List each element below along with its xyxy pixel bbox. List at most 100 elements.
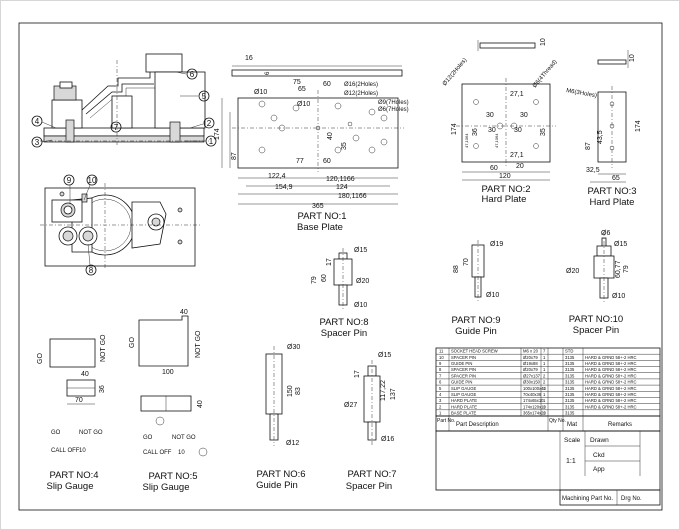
svg-text:Ø15: Ø15: [614, 241, 627, 248]
svg-text:Ø12: Ø12: [286, 440, 299, 447]
base-plate-side-view: 16 6: [231, 55, 403, 77]
bom-cell-no: 2: [439, 404, 442, 409]
bom-cell-qty: 1: [543, 367, 546, 372]
svg-text:5: 5: [202, 92, 207, 101]
part-6-name: Guide Pin: [256, 480, 298, 491]
bom-cell-desc: SPACER PIN: [451, 367, 476, 372]
svg-text:35: 35: [540, 128, 547, 136]
bom-cell-rem: HARD & GRND 58+-2 HRC: [585, 404, 637, 409]
svg-text:30: 30: [520, 112, 528, 119]
svg-text:9: 9: [67, 176, 72, 185]
balloon-4: 4: [31, 115, 57, 129]
bom-cell-desc: GUIDE PIN: [451, 361, 472, 366]
balloon-7: 7: [110, 121, 122, 133]
svg-text:79: 79: [623, 265, 630, 273]
title-machining-label: Machining Part No.: [562, 496, 613, 502]
svg-text:20: 20: [516, 163, 524, 170]
svg-text:1: 1: [209, 137, 214, 146]
bom-cell-mat: 3135: [565, 411, 575, 416]
part-8-name: Spacer Pin: [321, 328, 367, 339]
title-scale-value: 1:1: [566, 458, 576, 465]
bom-cell-mat: 3135: [565, 392, 575, 397]
svg-text:150: 150: [287, 385, 294, 397]
svg-text:87: 87: [585, 142, 592, 150]
svg-text:79: 79: [311, 276, 318, 284]
svg-text:10: 10: [88, 176, 97, 185]
part-3-name: Hard Plate: [590, 197, 635, 208]
bom-cell-no: 1: [439, 411, 442, 416]
bom-cell-qty: 1: [543, 386, 546, 391]
svg-text:40: 40: [180, 309, 188, 316]
part-4-name: Slip Gauge: [46, 481, 93, 492]
hard-plate-2-side-view: [477, 40, 536, 51]
svg-text:Ø15: Ø15: [354, 247, 367, 254]
svg-text:Ø20: Ø20: [356, 278, 369, 285]
bom-cell-size: 100x100x40: [523, 386, 546, 391]
bom-cell-size: Ø20x79: [523, 355, 538, 360]
bom-cell-no: 4: [439, 392, 442, 397]
svg-text:16: 16: [245, 55, 253, 62]
svg-text:174: 174: [214, 128, 221, 140]
svg-text:17: 17: [354, 370, 361, 378]
bom-cell-no: 5: [439, 386, 442, 391]
hard-plate-2-top-view: [456, 78, 556, 181]
bom-cell-mat: 3135: [565, 367, 575, 372]
bom-cell-qty: 1: [543, 411, 546, 416]
slip-gauge-4-dimensions: GO NOT GO 40 36 70 GO NOT GO CALL OFF 10: [37, 334, 107, 454]
bom-cell-qty: 1: [543, 355, 546, 360]
slip-gauge-5-drawing: [138, 315, 192, 412]
hard-plate-3-dimensions: M6(3Holes) 174 87 43,5 32,5 65 10: [566, 54, 642, 182]
svg-text:36: 36: [99, 385, 106, 393]
bom-cell-size: Ø30x150: [523, 380, 541, 385]
svg-text:27,1: 27,1: [510, 91, 524, 98]
svg-text:GO: GO: [51, 430, 61, 436]
bom-cell-size: 365x174x20: [523, 411, 546, 416]
svg-text:7: 7: [114, 123, 119, 132]
part-7-name: Spacer Pin: [346, 481, 392, 492]
svg-text:10: 10: [79, 448, 86, 454]
svg-text:70: 70: [75, 397, 83, 404]
hard-plate-3-side-view: [597, 50, 629, 68]
svg-text:120: 120: [499, 173, 511, 180]
bom-cell-no: 8: [439, 367, 442, 372]
bom-cell-rem: HARD & GRND 58+-2 HRC: [585, 361, 637, 366]
spacer-pin-7-dimensions: Ø15 Ø27 Ø16 17 117,22 137: [344, 352, 397, 443]
svg-text:43,5: 43,5: [597, 130, 604, 144]
bom-cell-desc: HARD PLATE: [451, 398, 477, 403]
part-5-name: Slip Gauge: [142, 482, 189, 493]
slip-gauge-4-drawing: [49, 338, 96, 405]
svg-text:60: 60: [323, 158, 331, 165]
part-8-number: PART NO:8: [319, 317, 368, 328]
svg-text:32,5: 32,5: [586, 167, 600, 174]
svg-text:Ø27: Ø27: [344, 402, 357, 409]
svg-text:8: 8: [89, 266, 94, 275]
svg-text:Ø10: Ø10: [297, 101, 310, 108]
title-app-label: App: [593, 466, 605, 473]
svg-text:2: 2: [207, 119, 212, 128]
part-4-number: PART NO:4: [49, 470, 98, 481]
balloon-5: 5: [180, 90, 210, 102]
bom-cell-desc: SOCKET HEAD SCREW: [451, 349, 498, 354]
svg-text:77: 77: [296, 158, 304, 165]
part-2-number: PART NO:2: [481, 184, 530, 195]
svg-text:180,1166: 180,1166: [338, 193, 367, 200]
bom-cell-rem: HARD & GRND 58+-2 HRC: [585, 380, 637, 385]
guide-pin-9-drawing: [471, 240, 485, 302]
bom-cell-desc: BASE PLATE: [451, 411, 476, 416]
bom-cell-no: 3: [439, 398, 442, 403]
bom-cell-no: 7: [439, 373, 442, 378]
guide-pin-6-drawing: [265, 346, 283, 446]
bom-cell-desc: HARD PLATE: [451, 404, 477, 409]
svg-text:40: 40: [327, 132, 334, 140]
svg-text:10: 10: [540, 38, 547, 46]
bom-cell-qty: 2: [543, 380, 546, 385]
svg-text:Ø16: Ø16: [381, 436, 394, 443]
svg-text:60,77: 60,77: [615, 260, 622, 278]
balloon-3: 3: [31, 136, 53, 148]
bom-cell-rem: HARD & GRND 58+-2 HRC: [585, 386, 637, 391]
part-6-number: PART NO:6: [256, 469, 305, 480]
bom-header-remarks: Remarks: [608, 422, 632, 428]
svg-text:M6(3Holes): M6(3Holes): [566, 88, 598, 99]
